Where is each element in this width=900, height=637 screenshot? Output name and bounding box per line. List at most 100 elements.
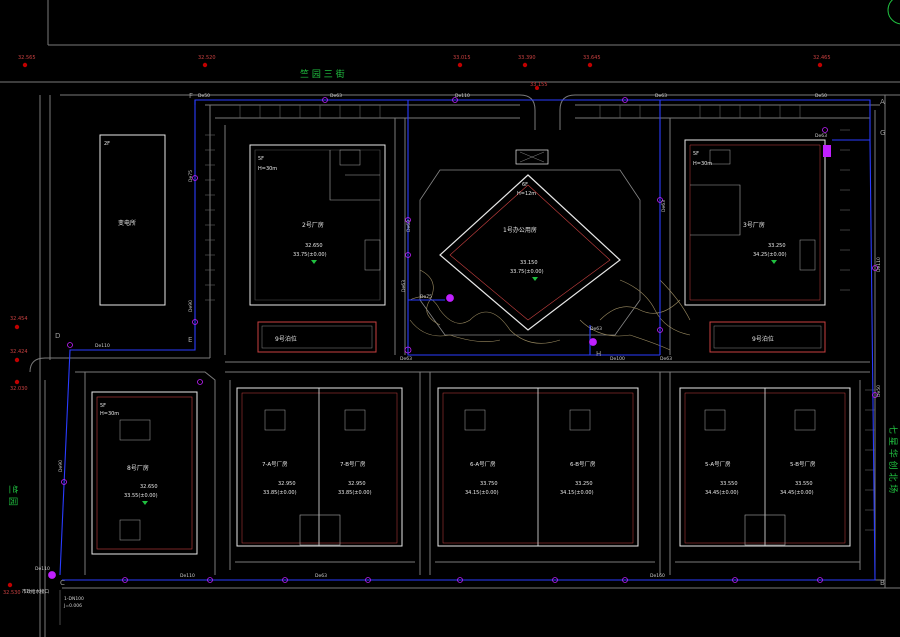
b5a-level: 34.45(±0.00) bbox=[705, 490, 739, 496]
svg-text:De110: De110 bbox=[876, 257, 882, 272]
svg-text:32.465: 32.465 bbox=[813, 55, 831, 61]
b2-height: H=30m bbox=[258, 166, 277, 172]
side-road-right: 七 星 华 创 北 场 bbox=[887, 425, 899, 493]
building-2: 2号厂房 5F H=30m 32.650 33.75(±0.00) bbox=[249, 144, 386, 306]
svg-text:De63: De63 bbox=[400, 356, 412, 362]
svg-text:De63: De63 bbox=[815, 133, 827, 139]
b6b-elev: 33.250 bbox=[575, 481, 593, 487]
svg-text:B: B bbox=[880, 579, 885, 587]
svg-text:D: D bbox=[55, 332, 60, 340]
svg-text:De110: De110 bbox=[35, 566, 50, 572]
legend-note: 1-DN100 J=0.006 bbox=[59, 590, 84, 625]
b8-name: 8号厂房 bbox=[127, 464, 149, 472]
svg-text:1-DN100: 1-DN100 bbox=[64, 596, 84, 602]
b7b-elev: 32.950 bbox=[348, 481, 366, 487]
svg-text:De110: De110 bbox=[180, 573, 195, 579]
b7a-name: 7-A号厂房 bbox=[262, 460, 288, 468]
svg-text:G: G bbox=[880, 129, 885, 137]
svg-text:De75: De75 bbox=[188, 170, 194, 182]
svg-text:De63: De63 bbox=[661, 200, 667, 212]
parking-lot-right: 9号泊位 bbox=[709, 321, 826, 353]
parking-right-label: 9号泊位 bbox=[752, 335, 774, 343]
parking-left-label: 9号泊位 bbox=[275, 335, 297, 343]
building-5: 5-A号厂房 33.550 34.45(±0.00) 5-B号厂房 33.550… bbox=[679, 387, 851, 547]
b2-name: 2号厂房 bbox=[302, 221, 324, 229]
svg-text:F: F bbox=[189, 92, 193, 100]
b1-elev: 33.150 bbox=[520, 260, 538, 266]
svg-text:E: E bbox=[188, 336, 192, 344]
svg-text:32.530: 32.530 bbox=[3, 590, 21, 596]
water-pipes bbox=[59, 99, 876, 581]
b8-level: 33.55(±0.00) bbox=[124, 493, 158, 499]
svg-text:De63: De63 bbox=[660, 356, 672, 362]
svg-text:32.520: 32.520 bbox=[198, 55, 216, 61]
svg-text:33.390: 33.390 bbox=[518, 55, 536, 61]
landscape-paths bbox=[409, 269, 691, 351]
b8-elev-marker bbox=[142, 501, 148, 505]
b7a-level: 33.85(±0.00) bbox=[263, 490, 297, 496]
b7a-elev: 32.950 bbox=[278, 481, 296, 487]
svg-text:De110: De110 bbox=[95, 343, 110, 349]
svg-text:A: A bbox=[880, 98, 885, 106]
svg-text:De50: De50 bbox=[876, 385, 882, 397]
b1-name: 1号办公用房 bbox=[503, 226, 537, 234]
svg-text:De90: De90 bbox=[188, 300, 194, 312]
parking-stripes bbox=[205, 105, 875, 531]
connection-note: 市政给水接口 bbox=[22, 588, 49, 595]
b3-level: 34.25(±0.00) bbox=[753, 252, 787, 258]
valve-markers bbox=[48, 97, 878, 583]
pipe-labels: De50 De63 De110 De63 De50 De63 De110 De9… bbox=[35, 93, 882, 579]
svg-text:De63: De63 bbox=[315, 573, 327, 579]
elevation-marks: 32.565 32.520 33.015 33.390 33.645 32.46… bbox=[3, 55, 831, 596]
b1-level: 33.75(±0.00) bbox=[510, 269, 544, 275]
b5a-elev: 33.550 bbox=[720, 481, 738, 487]
transformer-label: 变电所 bbox=[118, 219, 136, 227]
transformer-building: 变电所 2F bbox=[99, 134, 166, 306]
svg-text:J=0.006: J=0.006 bbox=[63, 603, 82, 609]
svg-text:33.155: 33.155 bbox=[530, 82, 548, 88]
b7b-name: 7-B号厂房 bbox=[340, 460, 366, 468]
svg-text:De90: De90 bbox=[58, 460, 64, 472]
svg-text:32.030: 32.030 bbox=[10, 386, 28, 392]
b5a-name: 5-A号厂房 bbox=[705, 460, 731, 468]
b3-elev: 33.250 bbox=[768, 243, 786, 249]
b5b-level: 34.45(±0.00) bbox=[780, 490, 814, 496]
svg-text:De50: De50 bbox=[815, 93, 827, 99]
side-road-left: 竺 园 bbox=[7, 485, 19, 506]
b7b-level: 33.85(±0.00) bbox=[338, 490, 372, 496]
building-3: 3号厂房 5F H=30m 33.250 34.25(±0.00) bbox=[684, 139, 826, 306]
b3-floors: 5F bbox=[693, 151, 699, 157]
b6a-name: 6-A号厂房 bbox=[470, 460, 496, 468]
svg-text:De63: De63 bbox=[330, 93, 342, 99]
building-6: 6-A号厂房 33.750 34.15(±0.00) 6-B号厂房 33.250… bbox=[437, 387, 639, 547]
svg-text:C: C bbox=[60, 579, 65, 587]
svg-text:33.015: 33.015 bbox=[453, 55, 471, 61]
svg-text:De75: De75 bbox=[420, 294, 432, 300]
b5b-name: 5-B号厂房 bbox=[790, 460, 816, 468]
svg-text:De63: De63 bbox=[401, 280, 407, 292]
building-7: 7-A号厂房 32.950 33.85(±0.00) 7-B号厂房 32.950… bbox=[236, 387, 403, 547]
b3-elev-marker bbox=[771, 260, 777, 264]
north-arrow-icon bbox=[887, 0, 900, 25]
b8-elev: 32.650 bbox=[140, 484, 158, 490]
svg-text:De160: De160 bbox=[650, 573, 665, 579]
b6a-elev: 33.750 bbox=[480, 481, 498, 487]
b3-height: H=30m bbox=[693, 161, 712, 167]
b2-elev-marker bbox=[311, 260, 317, 264]
svg-text:De63: De63 bbox=[655, 93, 667, 99]
b6b-name: 6-B号厂房 bbox=[570, 460, 596, 468]
svg-text:De50: De50 bbox=[198, 93, 210, 99]
svg-text:De110: De110 bbox=[455, 93, 470, 99]
point-letters: F A D E C B G H bbox=[55, 92, 885, 587]
svg-text:De63: De63 bbox=[590, 326, 602, 332]
b2-floors: 5F bbox=[258, 156, 264, 162]
b1-elev-marker bbox=[532, 277, 538, 281]
svg-text:33.645: 33.645 bbox=[583, 55, 601, 61]
svg-text:De63: De63 bbox=[406, 220, 412, 232]
b8-floors: 5F bbox=[100, 403, 106, 409]
b6b-level: 34.15(±0.00) bbox=[560, 490, 594, 496]
b2-level: 33.75(±0.00) bbox=[293, 252, 327, 258]
b1-height: H=12m bbox=[517, 191, 536, 197]
b3-name: 3号厂房 bbox=[743, 221, 765, 229]
transformer-floors: 2F bbox=[104, 141, 110, 147]
